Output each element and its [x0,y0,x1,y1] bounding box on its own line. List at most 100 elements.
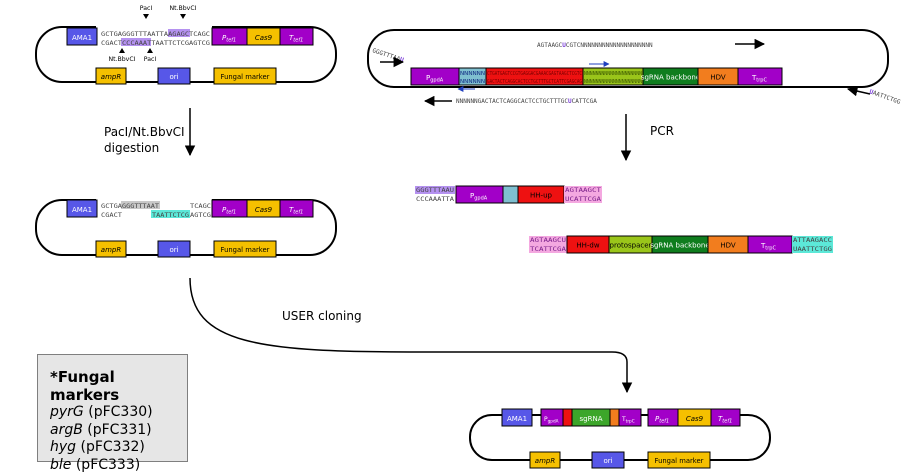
fungal-marker-block [213,240,277,258]
ori-label: ori [169,73,178,81]
seq-top-c: TCAGC [190,203,211,210]
ttef1-block [279,27,314,46]
ori-block [157,67,191,85]
nnn-block [502,185,519,204]
pacI-highlight [168,29,190,37]
left-bottom-seq: CCCAAATTA [416,196,454,203]
nbbvci-top-label: Nt.BbvCI [169,5,196,12]
marker-row: ble (pFC333) [50,457,187,475]
ptef1-label: Ptef1 [222,206,236,216]
hdv-label: HDV [710,74,726,82]
ampR-label: ampR [535,457,556,465]
nbbvci-highlight [121,38,151,46]
protospacer-label: protospacer [610,242,652,250]
fungal-marker-label: Fungal marker [221,73,270,81]
marker-row: pyrG (pFC330) [50,404,187,422]
cas9-label: Cas9 [255,206,273,214]
fungal-marker-label: Fungal marker [655,457,704,465]
seq-bottom-c: AGTCG [190,212,211,219]
trpc-label: TtrpC [621,416,635,424]
overhang-top-highlight [121,201,160,209]
fungal-marker-label: Fungal marker [221,246,270,254]
seq-bottom: CGACTCCCAAATTAATTCTCGAGTCG [101,40,210,47]
seq-top-b: GGGTTTAAT [122,203,159,210]
nnn-top: NNNNNN [460,71,485,77]
trpc-label: TtrpC [751,74,767,84]
ama1-block [501,408,533,427]
ampR-label: ampR [101,246,122,254]
overhang-left-hl [529,236,567,253]
hh-dw-label: HH-dw [576,242,599,250]
digest-label-line1: PacI/Nt.BbvCI [104,125,185,139]
left-top-seq: GGGTTTAAU [416,187,454,194]
ttef1-block [710,408,741,427]
marker-plasmid: (pFC330) [88,404,153,420]
hh-block [562,408,573,427]
ampR-block [529,451,561,469]
right-bottom-seq: UCATTCGA [565,196,601,203]
top-left-plasmid: AMA1 GCTGAGGGTTTAATTAAGAGCTCAGC CGACTCCC… [35,5,337,85]
nbbvci-bottom-label: Nt.BbvCI [108,56,135,63]
template-plasmid: GGGTTTAAU AGTAAGCUCGTCNNNNNNNNNNNNNNNNNN… [367,29,902,107]
pacI-top-label: PacI [140,5,153,12]
trpc-block [737,67,783,86]
ori-label: ori [603,457,612,465]
ttef1-label: Ttef1 [289,206,303,216]
template-backbone-loop [367,29,889,88]
overhang-bottom-highlight [151,210,190,218]
ama1-label: AMA1 [72,206,92,214]
ori-block [591,451,625,469]
pgpda-label: PgpdA [426,74,444,84]
right-bottom-seq: UAATTCTGG [793,246,832,253]
primer-rev-seq: NNNNNNGACTACTCAGGCACTCCTGCTTTGCUCATTCGA [456,98,597,105]
seq-top: GCTGAGGGTTTAATTAAGAGCTCAGC [101,31,210,38]
ampR-block [95,67,127,85]
ttef1-label: Ttef1 [718,415,732,425]
hdv-block [609,408,620,427]
ptef1-label: Ptef1 [655,415,669,425]
user-cloning-label: USER cloning [282,309,362,323]
pcr-product-2: AGTAAGCU TCATTCGA HH-dw protospacer sgRN… [529,235,833,254]
pgpda-label: PgpdA [544,416,559,424]
nbbvci-top-marker [180,14,186,19]
nnn-bottom: NNNNNN [460,79,485,85]
marker-gene: ble [50,456,72,473]
pacI-bottom-label: PacI [144,56,157,63]
seq-gap [96,22,212,48]
fungal-marker-block [213,67,277,85]
hh-up-label: HH-up [530,192,552,200]
ama1-label: AMA1 [507,415,527,423]
overhang-right-hl [792,236,833,253]
overhang-right-hl [564,186,602,203]
hh-bottom: GACTACTCAGGCACTCCTGCTTTGCTCATTCGAGCAG [487,79,582,85]
cas9-label: Cas9 [255,34,273,42]
nbbvci-bottom-marker [119,48,125,53]
digest-label-line2: digestion [104,141,159,155]
ama1-block [66,27,98,46]
left-bottom-seq: TCATTCGA [530,246,566,253]
sgrna-backbone-label: sgRNA backbone [650,242,709,250]
fungal-markers-box: *Fungal markers pyrG (pFC330) argB (pFC3… [37,354,188,473]
ttef1-label: Ttef1 [289,34,303,44]
marker-row: argB (pFC331) [50,422,187,440]
ori-label: ori [169,246,178,254]
primer-right-arrow [846,85,871,97]
ampR-block [95,240,127,258]
ori-block [157,240,191,258]
spacer-bottom: NNNNNNNNNNNNNNNNNNNN [584,79,642,85]
marker-gene: hyg [50,439,77,455]
seq-bottom-b: TAATTCTCG [152,212,189,219]
hh-top: CTGATGAGTCCGTGAGGACGAAACGAGTAAGCTCGTC [487,71,582,77]
pacI-top-marker [143,14,149,19]
ama1-label: AMA1 [72,34,92,42]
hdv-label: HDV [720,242,736,250]
right-top-seq: ATTAAGACC [793,237,832,244]
sgrna-label: sgRNA [580,415,603,423]
pcr-product-1: GGGTTTAAU CCCAAATTA PgpdA HH-up AGTAAGCT… [415,185,602,204]
pacI-bottom-marker [147,48,153,53]
seq-bottom-a: CGACT [101,212,122,219]
primer-fwd-seq: AGTAAGCUCGTCNNNNNNNNNNNNNNNNNNNN [537,42,653,49]
ttef1-block [279,199,314,218]
user-cloning-path [189,277,633,394]
